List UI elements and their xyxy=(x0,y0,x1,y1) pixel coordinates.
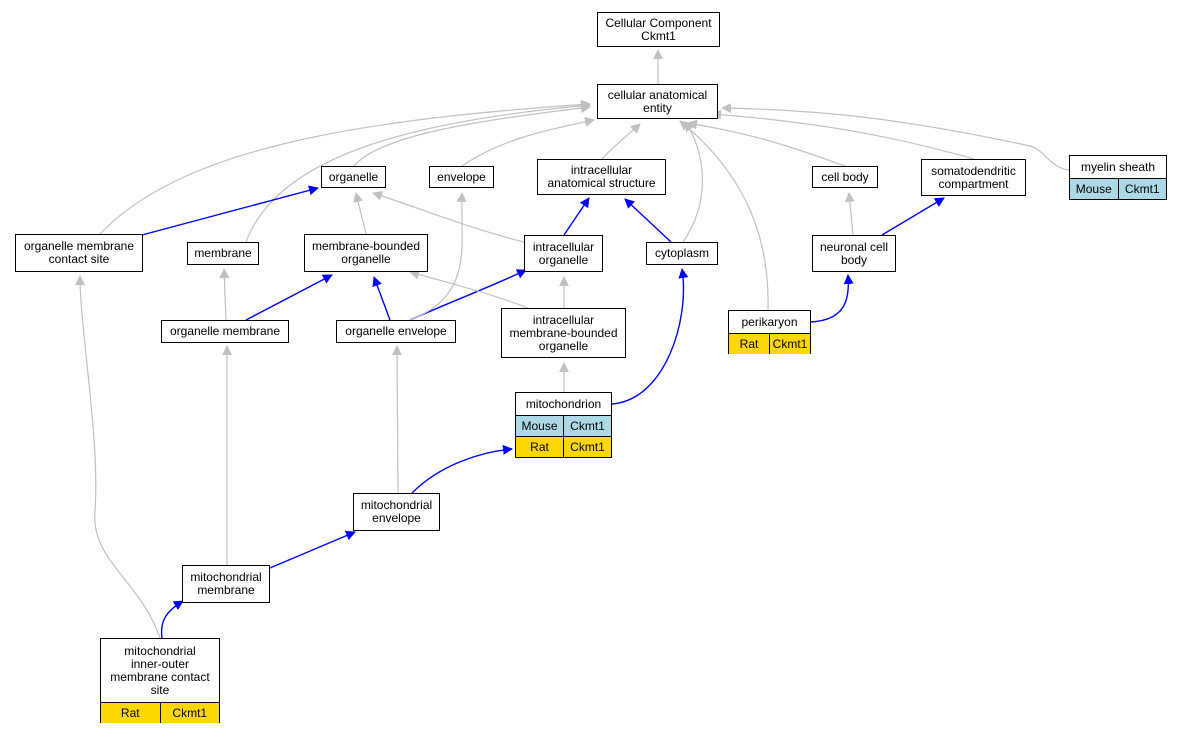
edge-me-to-oe xyxy=(392,345,403,494)
node-label: organelle xyxy=(328,169,379,184)
edge-myelin-to-cae xyxy=(721,103,1070,171)
edge-om-to-mbo xyxy=(245,274,333,321)
species-cell: Rat xyxy=(101,703,160,723)
node-cellular-anatomical-entity[interactable]: cellular anatomical entity xyxy=(597,84,718,119)
edge-ias-to-cae xyxy=(601,123,641,160)
annotation-row: Rat Ckmt1 xyxy=(729,333,810,354)
edge-cytoplasm-to-ias xyxy=(624,198,672,243)
node-intracellular-anatomical-structure[interactable]: intracellular anatomical structure xyxy=(537,159,666,195)
node-mitochondrial-envelope[interactable]: mitochondrial envelope xyxy=(353,493,440,531)
node-label: cytoplasm xyxy=(654,246,710,260)
node-mitochondrial-membrane[interactable]: mitochondrial membrane xyxy=(182,565,270,603)
node-label: organelle membrane contact site xyxy=(23,239,135,266)
node-label: mitochondrial inner-outer membrane conta… xyxy=(110,643,210,697)
node-mitochondrion[interactable]: mitochondrion Mouse Ckmt1 Rat Ckmt1 xyxy=(515,392,612,458)
edge-mioc-to-mm xyxy=(160,600,184,639)
node-label: perikaryon xyxy=(741,314,798,329)
node-membrane[interactable]: membrane xyxy=(187,242,259,265)
node-intracellular-membrane-bounded-organelle[interactable]: intracellular membrane-bounded organelle xyxy=(501,308,626,358)
gene-cell: Ckmt1 xyxy=(563,437,611,457)
node-somatodendritic-compartment[interactable]: somatodendritic compartment xyxy=(921,159,1026,196)
species-cell: Rat xyxy=(516,437,563,457)
edge-cellbody-to-cae xyxy=(687,119,846,167)
gene-cell: Ckmt1 xyxy=(159,703,219,723)
node-cellular-component[interactable]: Cellular Component Ckmt1 xyxy=(597,12,720,47)
node-label: membrane-bounded organelle xyxy=(311,239,421,266)
gene-cell: Ckmt1 xyxy=(1117,179,1166,199)
node-label: Cellular Component Ckmt1 xyxy=(605,15,712,43)
node-organelle-envelope[interactable]: organelle envelope xyxy=(336,320,456,343)
node-label: mitochondrial envelope xyxy=(360,498,433,525)
annotation-row: Mouse Ckmt1 xyxy=(1070,178,1166,199)
edge-somato-to-cae xyxy=(711,109,975,160)
node-label: cellular anatomical entity xyxy=(607,87,708,115)
node-label: intracellular membrane-bounded organelle xyxy=(509,312,618,353)
node-organelle-membrane[interactable]: organelle membrane xyxy=(161,320,289,343)
node-label: somatodendritic compartment xyxy=(931,163,1016,191)
edge-mioc-to-omcs xyxy=(75,275,161,639)
node-label: intracellular organelle xyxy=(532,239,595,267)
node-cell-body[interactable]: cell body xyxy=(812,166,878,188)
node-envelope[interactable]: envelope xyxy=(429,166,494,188)
edge-perikaryon-to-cae xyxy=(679,120,769,311)
node-label: mitochondrial membrane xyxy=(190,570,262,597)
node-label: mitochondrion xyxy=(525,396,602,411)
edge-perikaryon-to-ncb xyxy=(810,274,854,323)
node-label: envelope xyxy=(437,169,486,184)
node-label: organelle envelope xyxy=(345,324,447,338)
node-label: intracellular anatomical structure xyxy=(547,163,656,190)
annotation-row: Rat Ckmt1 xyxy=(516,436,611,457)
node-perikaryon[interactable]: perikaryon Rat Ckmt1 xyxy=(728,310,811,354)
annotation-row: Rat Ckmt1 xyxy=(101,702,219,723)
node-label: membrane xyxy=(194,246,252,260)
node-membrane-bounded-organelle[interactable]: membrane-bounded organelle xyxy=(304,234,428,272)
edge-om-to-membrane xyxy=(219,268,230,321)
edge-omcs-to-organelle xyxy=(141,185,319,236)
node-myelin-sheath[interactable]: myelin sheath Mouse Ckmt1 xyxy=(1069,155,1167,200)
node-organelle-membrane-contact-site[interactable]: organelle membrane contact site xyxy=(15,234,143,272)
edge-oe-to-mbo xyxy=(372,276,391,321)
node-label: myelin sheath xyxy=(1080,159,1156,174)
edge-oe-to-envelope xyxy=(409,192,467,321)
edge-cytoplasm-to-cae xyxy=(682,121,703,243)
node-neuronal-cell-body[interactable]: neuronal cell body xyxy=(812,235,896,272)
node-label: cell body xyxy=(821,169,869,184)
edge-omcs-to-cae xyxy=(99,99,591,235)
edge-me-to-mito xyxy=(411,444,513,494)
edge-ncb-to-cellbody xyxy=(844,192,855,236)
annotation-row: Mouse Ckmt1 xyxy=(516,415,611,436)
node-mitochondrial-inner-outer-membrane-contact-site[interactable]: mitochondrial inner-outer membrane conta… xyxy=(100,638,220,723)
gene-cell: Ckmt1 xyxy=(563,416,611,436)
edge-organelle-to-cae xyxy=(353,103,591,167)
edge-io-to-ias xyxy=(563,197,590,236)
edge-ncb-to-somato xyxy=(881,197,945,236)
edge-imbo-to-mbo xyxy=(409,269,529,309)
node-intracellular-organelle[interactable]: intracellular organelle xyxy=(524,235,603,272)
edge-io-to-organelle xyxy=(372,191,525,243)
node-label: organelle membrane xyxy=(169,324,281,338)
edge-mbo-to-organelle xyxy=(353,192,367,235)
edge-mito-to-cytoplasm xyxy=(611,268,689,405)
species-cell: Rat xyxy=(729,334,769,354)
node-cytoplasm[interactable]: cytoplasm xyxy=(646,242,718,265)
species-cell: Mouse xyxy=(516,416,563,436)
gene-cell: Ckmt1 xyxy=(769,334,810,354)
node-organelle[interactable]: organelle xyxy=(321,166,386,188)
edge-mm-to-me xyxy=(269,530,356,569)
edge-envelope-to-cae xyxy=(461,116,595,167)
node-label: neuronal cell body xyxy=(819,239,889,267)
edges-layer xyxy=(75,49,1070,639)
species-cell: Mouse xyxy=(1070,179,1118,199)
edge-membrane-to-cae xyxy=(245,100,591,243)
